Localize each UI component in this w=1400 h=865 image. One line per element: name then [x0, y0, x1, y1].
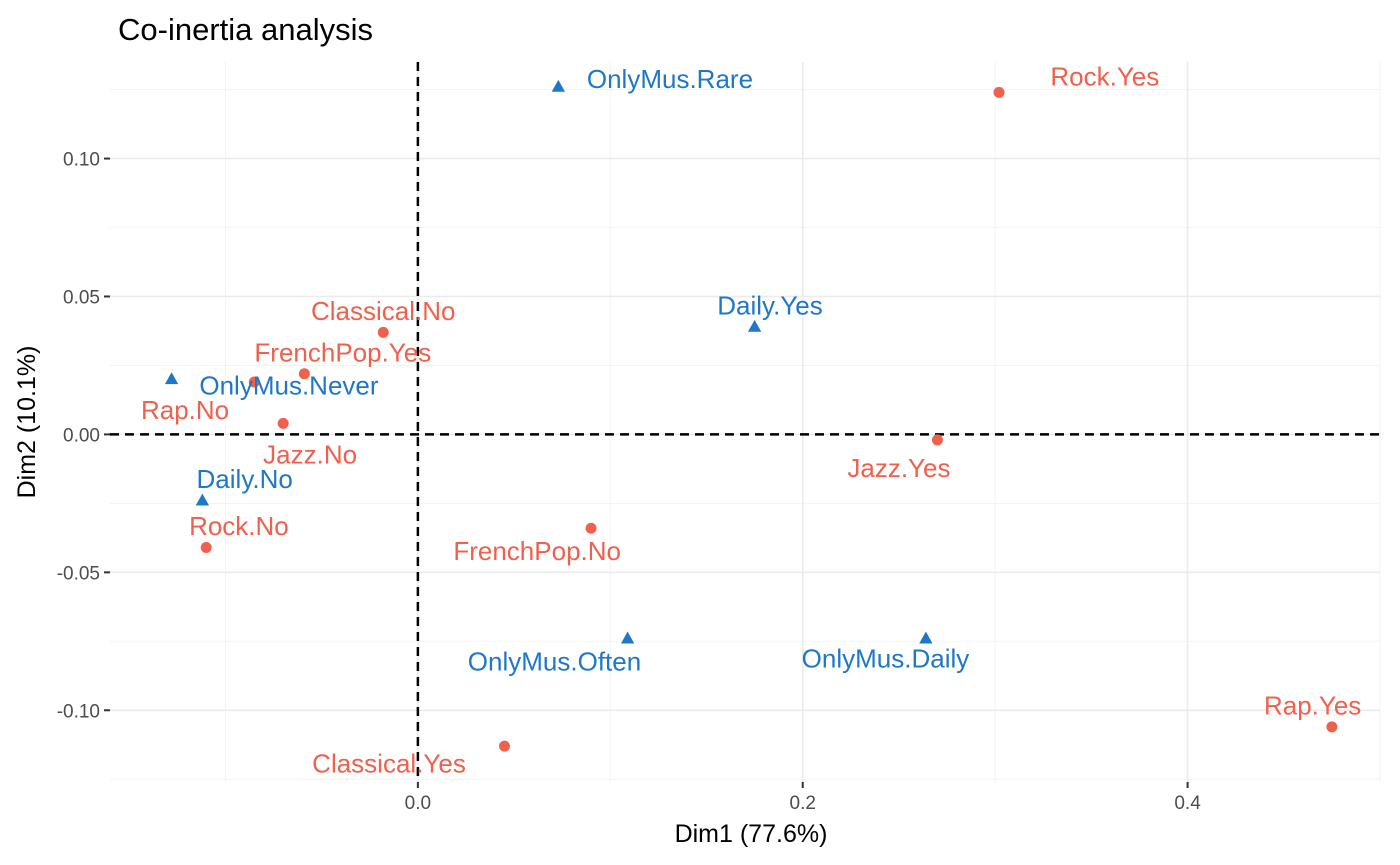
y-tick-label: 0.10	[63, 150, 100, 171]
row-circle-marker	[298, 368, 310, 380]
y-axis-title: Dim2 (10.1%)	[13, 346, 41, 499]
row-circle-marker	[498, 740, 510, 752]
column-triangle-marker	[164, 372, 179, 385]
column-triangle-marker	[620, 631, 635, 644]
point-label: Classical.Yes	[312, 748, 466, 778]
x-tick-label: 0.2	[790, 793, 816, 814]
point-label: OnlyMus.Daily	[802, 643, 970, 673]
point-label: Rock.No	[189, 511, 289, 541]
point-label: Classical.No	[311, 296, 456, 326]
point-label: FrenchPop.No	[453, 536, 621, 566]
row-circle-marker	[1326, 721, 1338, 733]
point-label: Rap.Yes	[1264, 690, 1361, 720]
point-label: Daily.No	[197, 464, 293, 494]
row-circle-marker	[931, 434, 943, 446]
row-circle-marker	[993, 86, 1005, 98]
point-label: OnlyMus.Never	[199, 370, 378, 400]
grid-lines	[110, 62, 1381, 782]
chart-title: Co-inertia analysis	[118, 12, 373, 47]
column-triangle-marker	[747, 319, 762, 332]
column-triangle-marker	[195, 493, 210, 506]
point-label: Daily.Yes	[717, 290, 823, 320]
point-label: Rock.Yes	[1050, 61, 1159, 91]
point-label: FrenchPop.Yes	[254, 337, 431, 367]
row-circle-marker	[277, 417, 289, 429]
x-tick-label: 0.4	[1174, 793, 1201, 814]
reference-lines	[110, 62, 1380, 782]
point-label: OnlyMus.Often	[468, 646, 641, 676]
row-circle-marker	[377, 326, 389, 338]
point-label: Jazz.Yes	[847, 453, 950, 483]
data-points	[164, 79, 1338, 752]
y-tick-label: 0.00	[63, 425, 100, 446]
point-label: OnlyMus.Rare	[587, 64, 753, 94]
column-triangle-marker	[919, 631, 933, 644]
x-axis-title: Dim1 (77.6%)	[675, 820, 828, 848]
row-circle-marker	[248, 376, 260, 388]
row-circle-marker	[200, 542, 212, 554]
point-label: Rap.No	[141, 395, 229, 425]
row-circle-marker	[585, 522, 597, 534]
point-label: Jazz.No	[263, 439, 357, 469]
column-triangle-marker	[551, 79, 565, 92]
point-labels: Rock.YesClassical.NoFrenchPop.YesRap.NoJ…	[141, 61, 1361, 778]
axes: 0.0 0.2 0.4 -0.10 -0.05 0.00 0.05 0.10	[57, 150, 1202, 814]
y-tick-label: -0.05	[57, 563, 100, 584]
y-tick-label: -0.10	[57, 701, 100, 722]
x-tick-label: 0.0	[405, 793, 431, 814]
y-tick-label: 0.05	[63, 287, 100, 308]
